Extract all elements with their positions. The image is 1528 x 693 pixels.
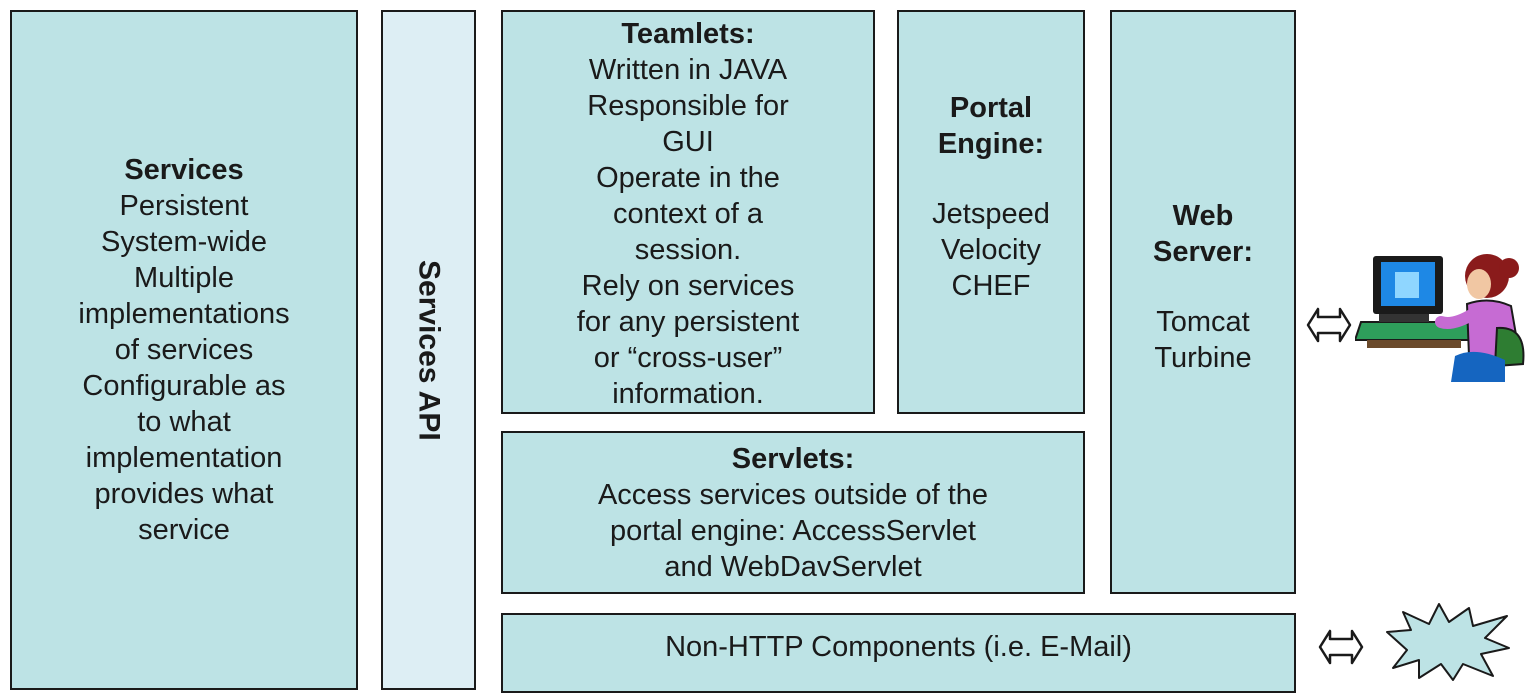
services-title: Services [124,154,244,186]
teamlets-line: information. [612,378,764,410]
portal-engine-line: CHEF [951,270,1031,302]
servlets-line: and WebDavServlet [664,550,922,583]
teamlets-box: Teamlets: Written in JAVA Responsible fo… [501,10,875,414]
portal-engine-line: Velocity [941,234,1041,266]
services-line: to what [137,406,231,438]
starburst-icon [1386,603,1510,681]
services-line: of services [114,334,254,366]
services-line: Multiple [134,262,234,294]
teamlets-title: Teamlets: [621,18,755,50]
web-server-box: Web Server: Tomcat Turbine [1110,10,1296,594]
servlets-box: Servlets: Access services outside of the… [501,431,1085,594]
double-arrow-icon [1318,629,1364,665]
services-line: System-wide [101,226,267,258]
non-http-components-box: Non-HTTP Components (i.e. E-Mail) [501,613,1296,693]
services-api-label: Services API [412,259,446,441]
teamlets-line: for any persistent [576,306,800,338]
web-server-line: Turbine [1154,342,1252,374]
web-server-title: Server: [1153,236,1253,268]
teamlets-line: Written in JAVA [588,54,788,86]
teamlets-line: Responsible for [587,90,789,122]
teamlets-line: session. [634,234,742,266]
portal-engine-line: Jetspeed [932,198,1050,230]
double-arrow-icon [1306,307,1352,343]
services-line: implementation [85,442,283,474]
teamlets-line: GUI [662,126,714,158]
web-server-title: Web [1172,200,1234,232]
web-server-line: Tomcat [1156,306,1250,338]
computer-user-icon [1355,254,1525,382]
services-line: Persistent [119,190,249,222]
services-line: service [138,514,230,546]
teamlets-line: Rely on services [581,270,795,302]
services-box: Services Persistent System-wide Multiple… [10,10,358,690]
services-line: Configurable as [82,370,286,402]
servlets-line: portal engine: AccessServlet [610,514,976,547]
portal-engine-box: Portal Engine: Jetspeed Velocity CHEF [897,10,1085,414]
teamlets-line: Operate in the [596,162,780,194]
non-http-label: Non-HTTP Components (i.e. E-Mail) [665,631,1132,663]
portal-engine-title: Portal [949,92,1033,124]
portal-engine-title: Engine: [937,128,1045,160]
servlets-title: Servlets: [731,442,855,475]
services-line: provides what [94,478,274,510]
services-api-box: Services API [381,10,476,690]
teamlets-line: context of a [613,198,763,230]
servlets-line: Access services outside of the [597,478,989,511]
teamlets-line: or “cross-user” [593,342,783,374]
services-line: implementations [78,298,290,330]
